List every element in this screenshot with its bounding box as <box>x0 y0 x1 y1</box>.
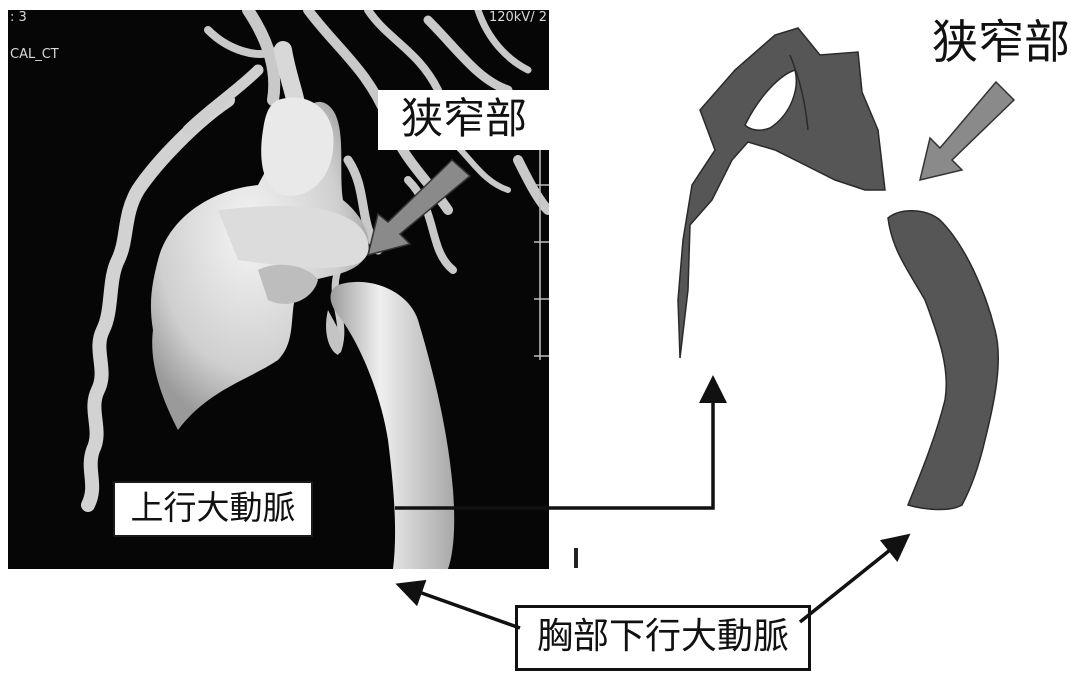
stenosis-arrow-right <box>920 82 1014 180</box>
descending-arrow-left <box>402 586 520 628</box>
segmented-descending-aorta <box>888 211 998 510</box>
ascending-connector-arrow <box>395 382 713 508</box>
stenosis-arrow-ct <box>368 160 470 255</box>
descending-arrow-right <box>800 538 905 622</box>
